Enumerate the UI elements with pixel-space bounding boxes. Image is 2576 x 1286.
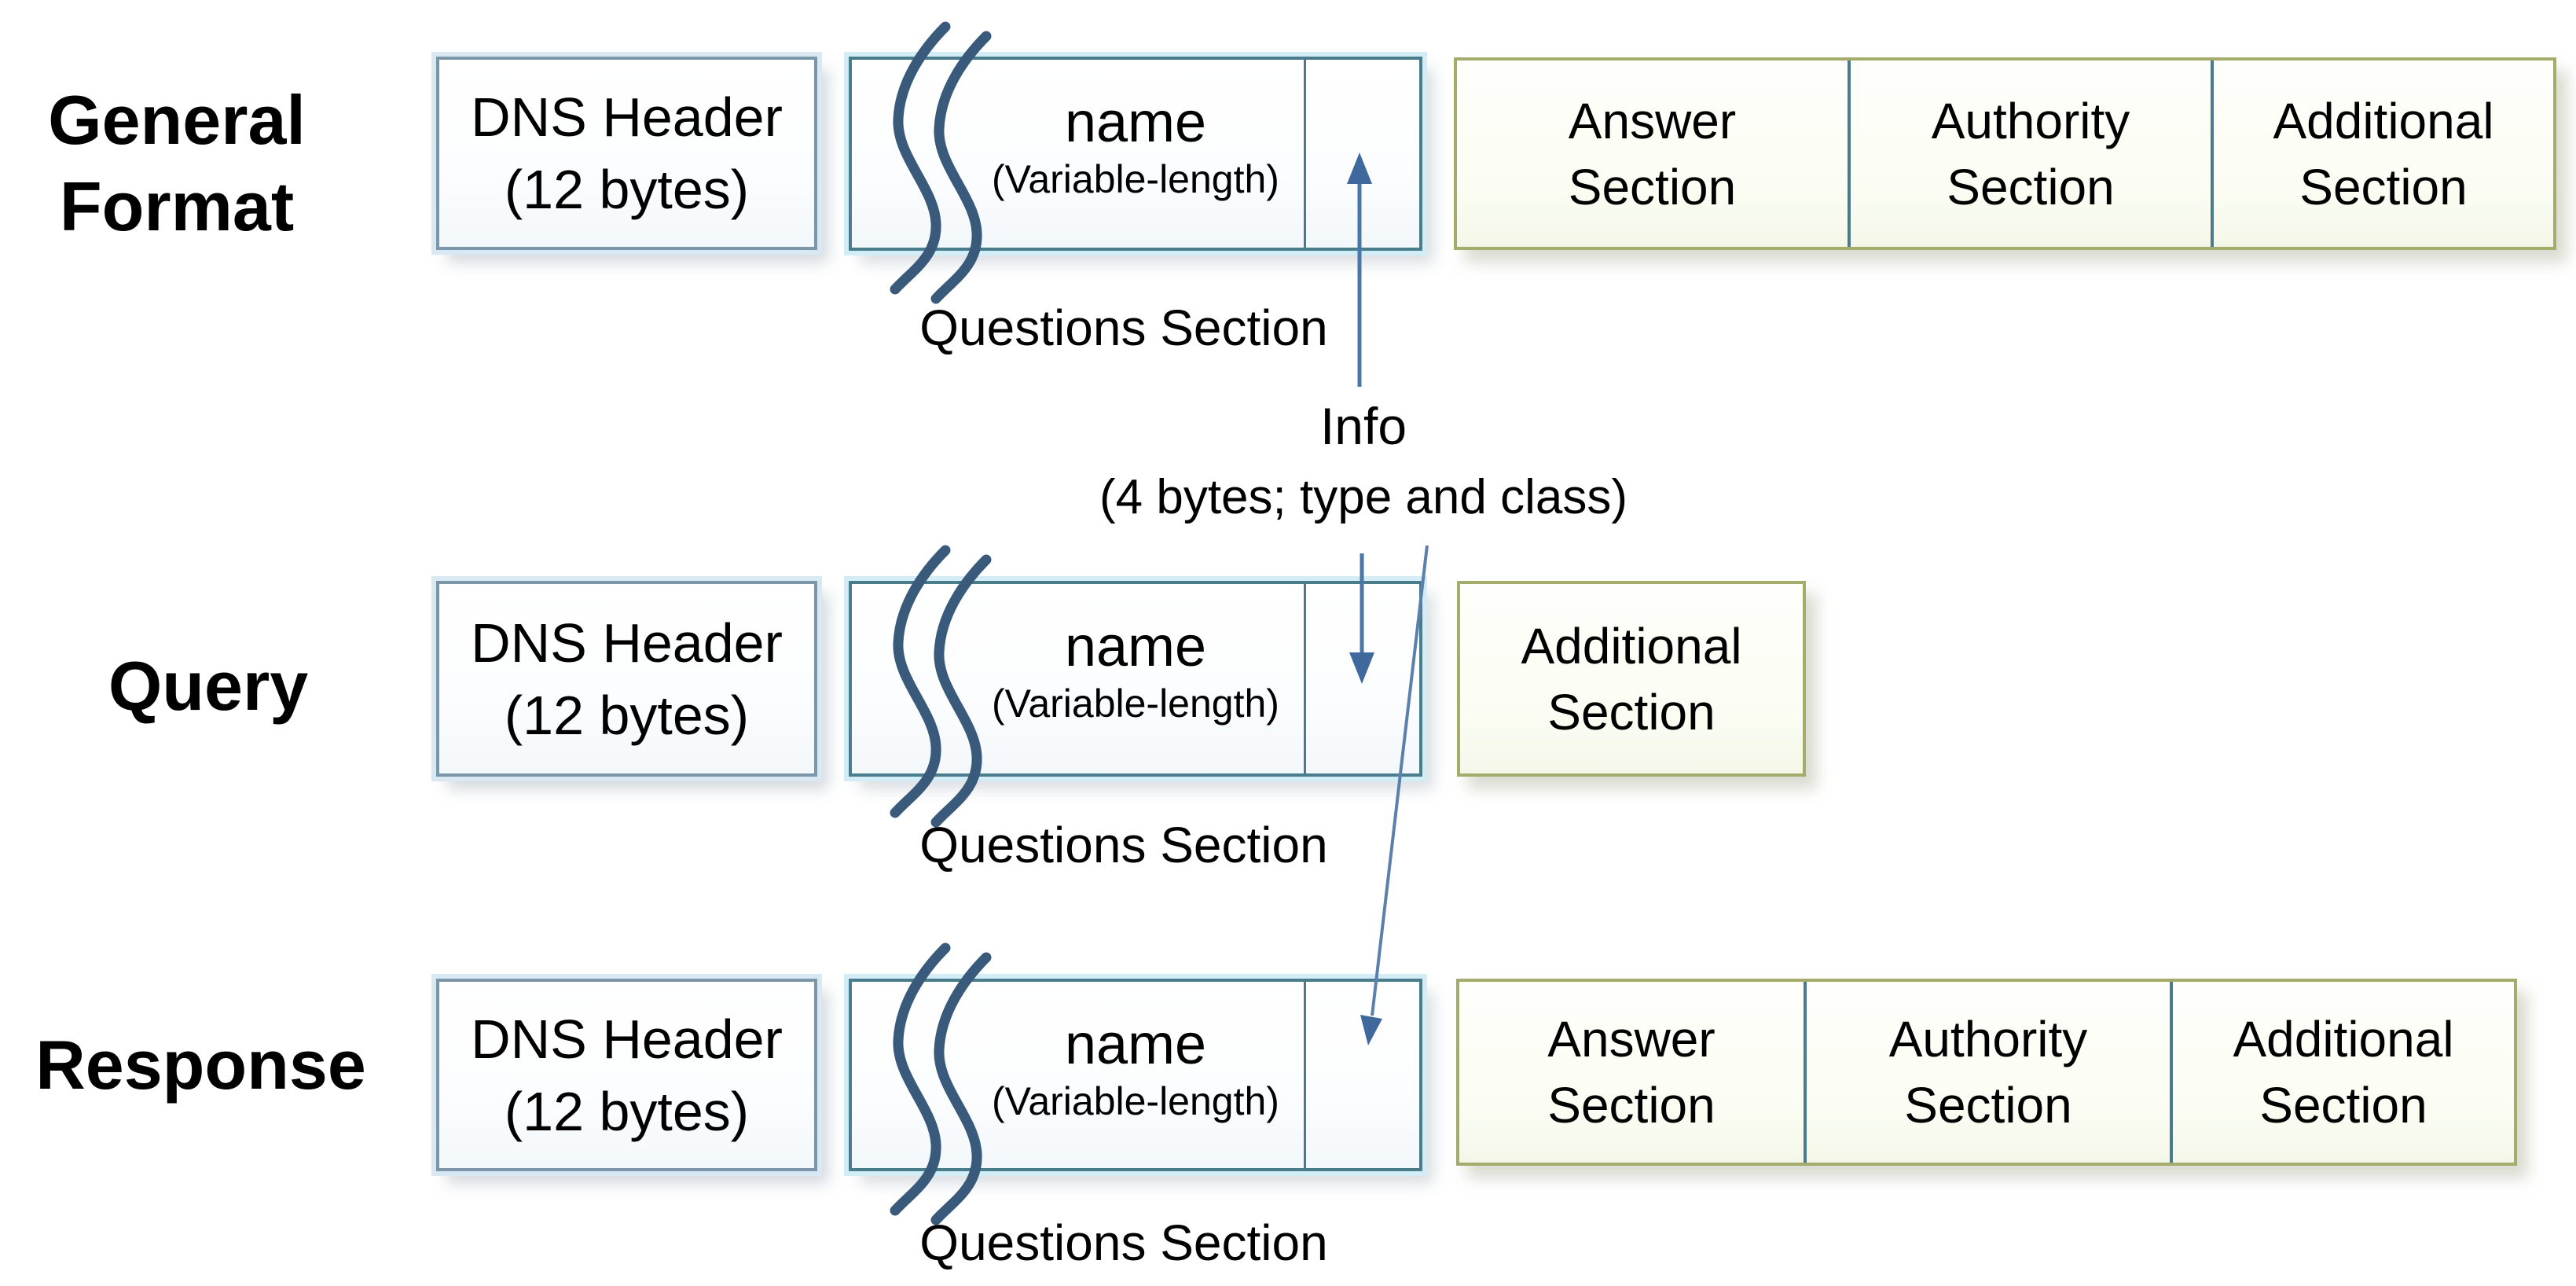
info-annotation-title: Info: [1319, 397, 1407, 455]
dns-header-size: (12 bytes): [504, 684, 750, 746]
section-label: Section: [1904, 1077, 2072, 1134]
name-field-title: name: [1064, 615, 1207, 678]
section-label: Additional: [2273, 92, 2494, 149]
section-label: Authority: [1888, 1011, 2088, 1067]
section-label: Authority: [1931, 92, 2130, 149]
dns-header-size: (12 bytes): [504, 159, 750, 220]
authority-section-cell: Authority Section: [1804, 982, 2170, 1163]
row-label-line: General: [48, 81, 306, 159]
row-label-line: Response: [35, 1026, 366, 1104]
dns-header-title: DNS Header: [471, 612, 783, 674]
name-field-title: name: [1064, 91, 1207, 154]
sections-box-general: Answer Section Authority Section Additio…: [1454, 57, 2556, 250]
answer-section-cell: Answer Section: [1459, 982, 1804, 1163]
section-label: Additional: [2233, 1011, 2454, 1067]
name-field-subtitle: (Variable-length): [992, 1079, 1279, 1123]
section-label: Section: [1568, 158, 1737, 215]
name-field-subtitle: (Variable-length): [992, 157, 1279, 201]
sections-box-query: Additional Section: [1457, 581, 1806, 777]
row-label-query: Query: [86, 643, 330, 729]
sections-box-response: Answer Section Authority Section Additio…: [1456, 979, 2517, 1166]
questions-box-query: name (Variable-length): [849, 581, 1422, 777]
name-field: name (Variable-length): [852, 1012, 1419, 1125]
name-field: name (Variable-length): [852, 614, 1419, 727]
info-field-cell: [1306, 584, 1419, 773]
section-label: Section: [1947, 158, 2115, 215]
row-label-line: Format: [59, 167, 295, 245]
field-divider: [1304, 982, 1306, 1168]
questions-section-caption: Questions Section: [919, 1214, 1328, 1271]
section-label: Section: [2259, 1077, 2427, 1134]
section-label: Answer: [1547, 1011, 1715, 1067]
info-annotation-detail: (4 bytes; type and class): [1099, 470, 1627, 524]
dns-header-title: DNS Header: [471, 86, 783, 148]
questions-box-general: name (Variable-length): [849, 57, 1422, 251]
additional-section-cell: Additional Section: [2170, 982, 2514, 1163]
dns-header-box-response: DNS Header (12 bytes): [436, 979, 817, 1171]
questions-section-caption: Questions Section: [919, 817, 1328, 873]
section-label: Section: [1547, 683, 1715, 740]
name-field-subtitle: (Variable-length): [992, 682, 1279, 726]
name-field-title: name: [1064, 1013, 1207, 1076]
dns-header-title: DNS Header: [471, 1008, 783, 1070]
row-label-response: Response: [22, 1022, 380, 1108]
additional-section-cell: Additional Section: [1460, 584, 1803, 773]
section-label: Additional: [1521, 617, 1742, 674]
section-label: Section: [2299, 158, 2468, 215]
questions-section-caption: Questions Section: [919, 299, 1328, 356]
info-field-cell: [1306, 60, 1419, 248]
authority-section-cell: Authority Section: [1848, 61, 2211, 247]
additional-section-cell: Additional Section: [2211, 61, 2553, 247]
row-label-line: Query: [108, 647, 309, 725]
field-divider: [1304, 584, 1306, 773]
questions-box-response: name (Variable-length): [849, 979, 1422, 1171]
dns-header-box-query: DNS Header (12 bytes): [436, 581, 817, 777]
dns-header-size: (12 bytes): [504, 1080, 750, 1142]
row-label-general-format: General Format: [24, 77, 330, 250]
name-field: name (Variable-length): [852, 90, 1419, 203]
section-label: Answer: [1568, 92, 1737, 149]
section-label: Section: [1547, 1077, 1715, 1134]
dns-header-box-general: DNS Header (12 bytes): [436, 57, 817, 250]
answer-section-cell: Answer Section: [1457, 61, 1848, 247]
field-divider: [1304, 60, 1306, 248]
info-field-cell: [1306, 982, 1419, 1168]
